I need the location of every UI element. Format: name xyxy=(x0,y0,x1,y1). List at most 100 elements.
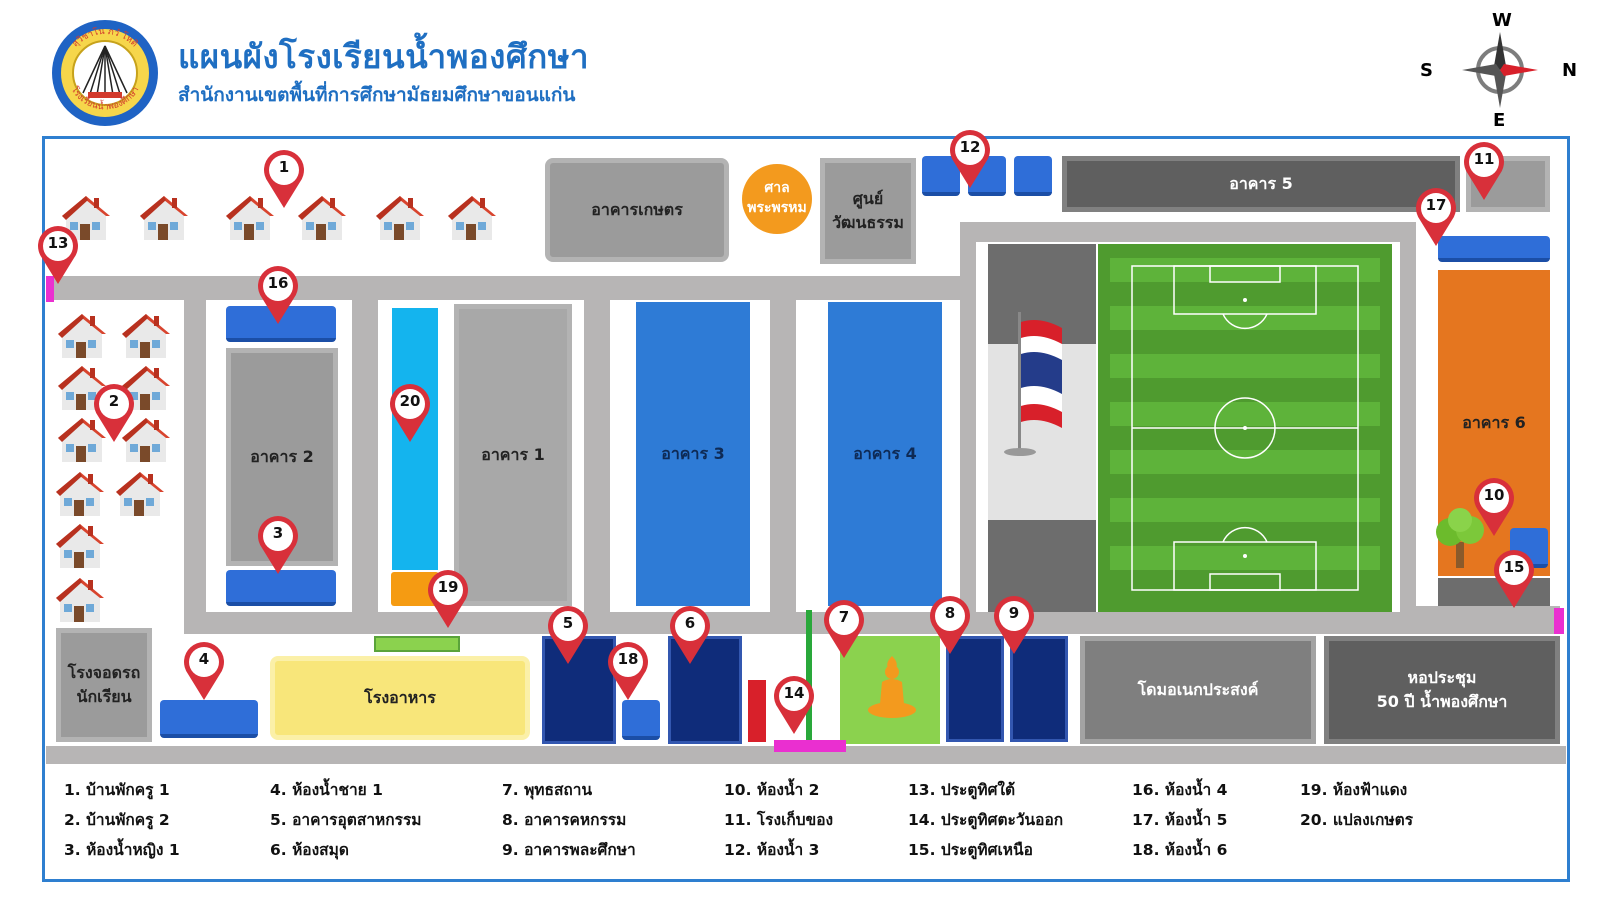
building-4[interactable]: อาคาร 4 xyxy=(828,302,942,606)
map-pin-label: 9 xyxy=(1008,604,1020,622)
legend-column: 10. ห้องน้ำ 2 11. โรงเก็บของ 12. ห้องน้ำ 3 xyxy=(724,775,833,865)
road-col-3 xyxy=(770,276,796,626)
compass-icon: W E S N xyxy=(1420,10,1580,132)
building-dome[interactable]: โดมอเนกประสงค์ xyxy=(1080,636,1316,744)
legend-item: 3. ห้องน้ำหญิง 1 xyxy=(64,841,180,859)
legend-item: 17. ห้องน้ำ 5 xyxy=(1132,811,1228,829)
legend-item: 10. ห้องน้ำ 2 xyxy=(724,781,820,799)
logo-text-bottom: โรงเรียนน้ำพองศึกษา xyxy=(69,85,142,113)
legend-item: 4. ห้องน้ำชาย 1 xyxy=(270,781,383,799)
map-pin-14[interactable]: 14 xyxy=(772,676,816,736)
building-culture[interactable]: ศูนย์ วัฒนธรรม xyxy=(820,158,916,264)
legend-item: 9. อาคารพละศึกษา xyxy=(502,841,636,859)
map-pin-2[interactable]: 2 xyxy=(92,384,136,444)
house-icon xyxy=(118,308,174,364)
map-pin-17[interactable]: 17 xyxy=(1414,188,1458,248)
building-3[interactable]: อาคาร 3 xyxy=(636,302,750,606)
building-agri[interactable]: อาคารเกษตร xyxy=(545,158,729,262)
map-pin-12[interactable]: 12 xyxy=(948,130,992,190)
legend-item: 15. ประตูทิศเหนือ xyxy=(908,841,1033,859)
map-pin-label: 10 xyxy=(1483,486,1505,504)
map-pin-16[interactable]: 16 xyxy=(256,266,300,326)
map-pin-4[interactable]: 4 xyxy=(182,642,226,702)
house-icon xyxy=(444,190,500,246)
house-icon xyxy=(372,190,428,246)
map-pin-13[interactable]: 13 xyxy=(36,226,80,286)
bathroom-3[interactable] xyxy=(226,570,336,606)
thai-flag-icon xyxy=(1000,310,1080,460)
map-pin-label: 6 xyxy=(684,614,696,632)
map-pin-18[interactable]: 18 xyxy=(606,642,650,702)
map-pin-label: 2 xyxy=(108,392,120,410)
bathroom-12c[interactable] xyxy=(1014,156,1052,196)
map-pin-5[interactable]: 5 xyxy=(546,606,590,666)
map-pin-15[interactable]: 15 xyxy=(1492,550,1536,610)
gate-south[interactable] xyxy=(46,276,54,302)
building-industrial[interactable] xyxy=(542,636,616,744)
compass-s: S xyxy=(1420,60,1433,81)
building-canteen[interactable]: โรงอาหาร xyxy=(270,656,530,740)
legend-item: 13. ประตูทิศใต้ xyxy=(908,781,1016,799)
building-shrine[interactable]: ศาล พระพรหม xyxy=(742,164,812,234)
school-logo-icon: สุวิชาโน ภวํ โหติ โรงเรียนน้ำพองศึกษา xyxy=(50,18,160,128)
gate-north[interactable] xyxy=(1554,608,1564,634)
map-pin-19[interactable]: 19 xyxy=(426,570,470,630)
legend-item: 18. ห้องน้ำ 6 xyxy=(1132,841,1228,859)
map-pin-10[interactable]: 10 xyxy=(1472,478,1516,538)
map-pin-8[interactable]: 8 xyxy=(928,596,972,656)
map-pin-3[interactable]: 3 xyxy=(256,516,300,576)
legend-item: 20. แปลงเกษตร xyxy=(1300,811,1414,829)
building-hall[interactable]: หอประชุม 50 ปี น้ำพองศึกษา xyxy=(1324,636,1560,744)
map-pin-label: 19 xyxy=(437,578,459,596)
flag-courtyard xyxy=(988,244,1096,612)
map-pin-1[interactable]: 1 xyxy=(262,150,306,210)
bathroom-12a[interactable] xyxy=(922,156,960,196)
legend-item: 8. อาคารคหกรรม xyxy=(502,811,627,829)
map-pin-20[interactable]: 20 xyxy=(388,384,432,444)
building-pe[interactable] xyxy=(1010,636,1068,742)
road-right xyxy=(1400,222,1416,626)
map-pin-label: 8 xyxy=(944,604,956,622)
map-pin-6[interactable]: 6 xyxy=(668,606,712,666)
road-field-top xyxy=(960,222,1414,242)
map-pin-label: 16 xyxy=(267,274,289,292)
compass-n: N xyxy=(1562,60,1578,81)
legend-item: 11. โรงเก็บของ xyxy=(724,811,834,829)
building-home-economics[interactable] xyxy=(946,636,1004,742)
house-icon xyxy=(112,466,168,522)
house-icon xyxy=(54,412,110,468)
bathroom-18[interactable] xyxy=(622,700,660,740)
green-path xyxy=(806,610,812,744)
map-pin-7[interactable]: 7 xyxy=(822,600,866,660)
map-pin-label: 5 xyxy=(562,614,574,632)
map-frame xyxy=(42,136,1570,882)
farm-plot[interactable] xyxy=(392,308,438,570)
red-sky-room[interactable] xyxy=(374,636,460,652)
building-parking[interactable]: โรงจอดรถ นักเรียน xyxy=(56,628,152,742)
gate-east[interactable] xyxy=(774,740,846,752)
house-icon xyxy=(52,518,108,574)
road-col-1 xyxy=(352,276,378,626)
bathroom-4[interactable] xyxy=(160,700,258,738)
map-pin-label: 3 xyxy=(272,524,284,542)
map-pin-label: 18 xyxy=(617,650,639,668)
map-pin-label: 17 xyxy=(1425,196,1447,214)
map-pin-label: 11 xyxy=(1473,150,1495,168)
map-pin-11[interactable]: 11 xyxy=(1462,142,1506,202)
legend-item: 5. อาคารอุตสาหกรรม xyxy=(270,811,422,829)
red-structure xyxy=(748,680,766,742)
legend-item: 12. ห้องน้ำ 3 xyxy=(724,841,820,859)
map-pin-9[interactable]: 9 xyxy=(992,596,1036,656)
map-pin-label: 12 xyxy=(959,138,981,156)
legend-item: 1. บ้านพักครู 1 xyxy=(64,781,170,799)
building-1[interactable]: อาคาร 1 xyxy=(454,304,572,606)
bathroom-17[interactable] xyxy=(1438,236,1550,262)
house-icon xyxy=(136,190,192,246)
building-5[interactable]: อาคาร 5 xyxy=(1062,156,1460,212)
storage-lower xyxy=(1438,578,1550,606)
road-col-2 xyxy=(584,276,610,626)
